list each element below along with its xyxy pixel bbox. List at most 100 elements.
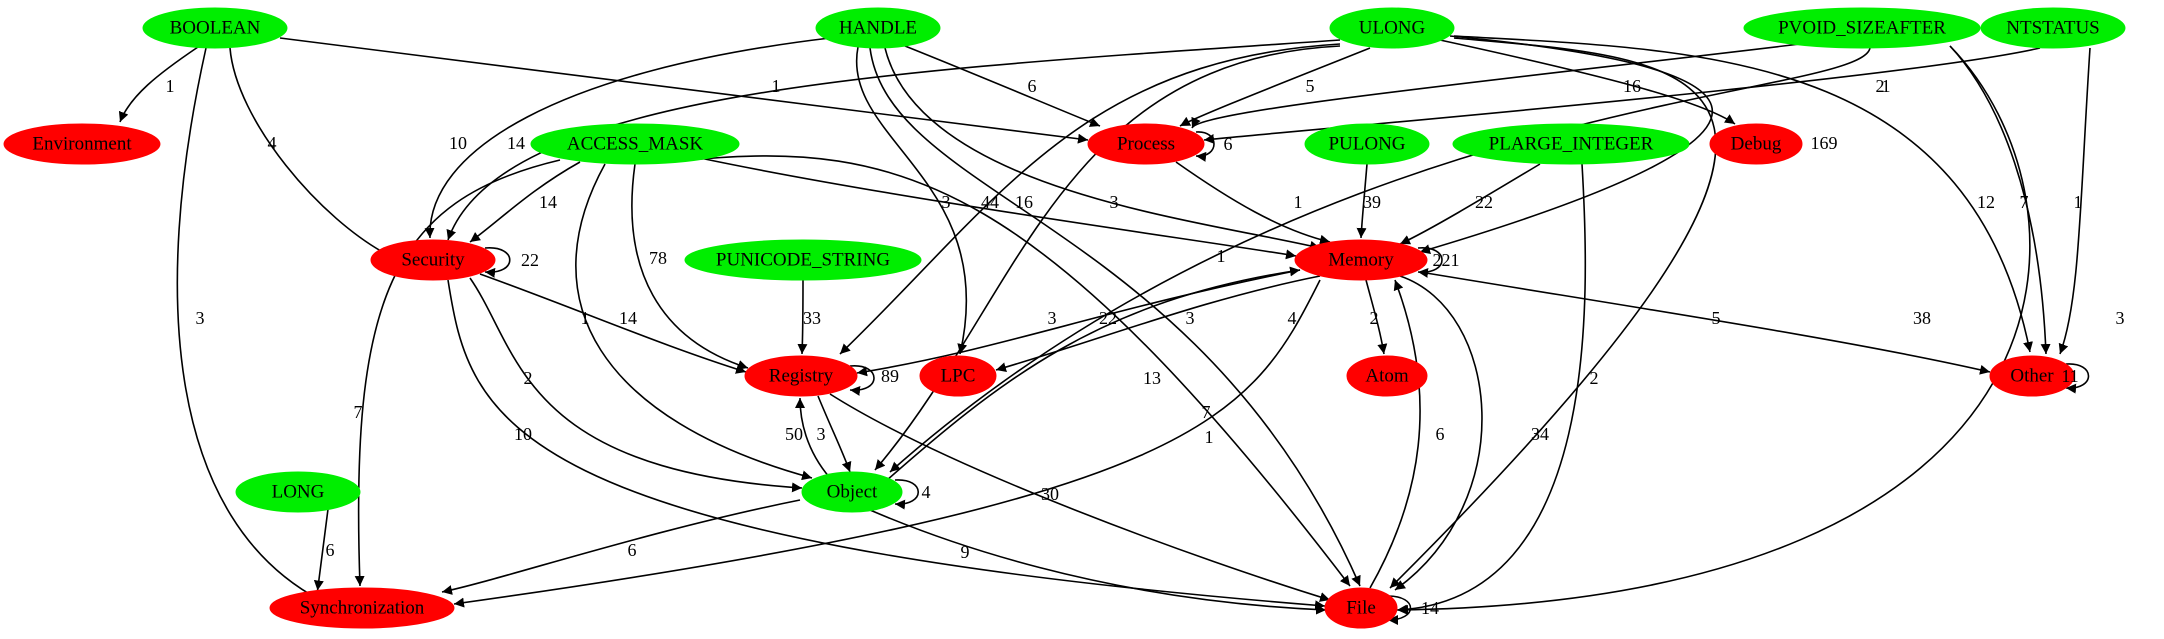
node-ellipse xyxy=(1324,587,1398,629)
edge-pulong-to-memory xyxy=(1356,163,1368,239)
edge-process-to-process xyxy=(1195,131,1215,162)
edge-weight-label: 39 xyxy=(1363,192,1381,212)
edge-weight-label: 3 xyxy=(942,192,951,212)
node-label: PLARGE_INTEGER xyxy=(1489,134,1654,155)
edge-weight-label: 3 xyxy=(1048,308,1057,328)
node-plarge-integer: PLARGE_INTEGER xyxy=(1452,123,1690,165)
edge-weight-label: 1 xyxy=(772,76,781,96)
edge-weight-label: 6 xyxy=(1028,76,1037,96)
node-label: NTSTATUS xyxy=(2006,18,2100,39)
edge-weight-label: 3 xyxy=(196,308,205,328)
edge-object-to-object xyxy=(894,479,920,510)
node-ellipse xyxy=(801,471,903,513)
node-boolean: BOOLEAN xyxy=(142,7,288,49)
node-label: HANDLE xyxy=(839,18,917,39)
node-ellipse xyxy=(815,7,941,49)
edge-weight-label: 4 xyxy=(1288,308,1297,328)
edge-ulong-to-memory xyxy=(1419,35,1714,254)
node-pvoid-sizeafter: PVOID_SIZEAFTER xyxy=(1743,7,1981,49)
node-ellipse xyxy=(370,239,496,281)
node-label: Object xyxy=(827,482,878,503)
edge-weight-label: 6 xyxy=(326,540,335,560)
edge-object-to-registry xyxy=(795,397,831,479)
edge-weight-label: 6 xyxy=(1224,134,1233,154)
node-handle: HANDLE xyxy=(815,7,941,49)
edge-process-to-memory xyxy=(1175,161,1331,245)
node-security: Security xyxy=(370,239,496,281)
node-label: Security xyxy=(401,250,465,271)
edge-weight-label: 13 xyxy=(1143,368,1161,388)
edge-handle-to-security xyxy=(424,37,831,239)
edge-weight-label: 221 xyxy=(1433,250,1460,270)
node-ellipse xyxy=(530,123,740,165)
edge-security-to-object xyxy=(469,277,803,493)
edge-weight-label: 14 xyxy=(619,308,637,328)
node-ellipse xyxy=(1087,123,1205,165)
node-debug: Debug xyxy=(1709,123,1803,165)
node-label: ULONG xyxy=(1359,18,1426,39)
edge-weight-label: 22 xyxy=(1099,308,1117,328)
edge-access-mask-to-memory xyxy=(699,157,1297,260)
node-ellipse xyxy=(1329,7,1455,49)
edge-memory-to-atom xyxy=(1365,279,1388,355)
node-label: LONG xyxy=(272,482,325,503)
edges-layer xyxy=(118,35,2091,625)
edge-weight-label: 10 xyxy=(449,133,467,153)
edge-labels-layer: 1431106341614544316169381221731114717813… xyxy=(166,76,2125,618)
edge-weight-label: 38 xyxy=(1913,308,1931,328)
node-ellipse xyxy=(235,471,361,513)
node-ellipse xyxy=(1294,239,1428,281)
edge-registry-to-registry xyxy=(849,365,875,396)
edge-memory-to-lpc xyxy=(995,275,1321,373)
node-label: BOOLEAN xyxy=(170,18,261,39)
edge-ulong-to-other xyxy=(1453,35,2033,353)
edge-weight-label: 16 xyxy=(1015,192,1033,212)
edge-weight-label: 11 xyxy=(2061,366,2078,386)
node-other: Other xyxy=(1989,355,2075,397)
edge-weight-label: 7 xyxy=(2020,192,2029,212)
edge-security-to-security xyxy=(484,247,511,278)
node-ellipse xyxy=(1346,355,1428,397)
edge-weight-label: 50 xyxy=(785,424,803,444)
edge-weight-label: 5 xyxy=(1712,308,1721,328)
edge-registry-to-object xyxy=(817,395,852,473)
node-ellipse xyxy=(142,7,288,49)
edge-object-to-file xyxy=(869,509,1327,615)
edge-memory-to-synchronization xyxy=(453,279,1321,608)
node-ntstatus: NTSTATUS xyxy=(1980,7,2126,49)
nodes-layer: BOOLEAN HANDLE ULONG PVOID_SIZEAFTER NTSTATU… xyxy=(3,7,2126,629)
node-process: Process xyxy=(1087,123,1205,165)
edge-weight-label: 2 xyxy=(1876,76,1885,96)
edge-plarge-integer-to-file xyxy=(1396,163,1587,615)
edge-weight-label: 14 xyxy=(507,133,525,153)
edge-weight-label: 7 xyxy=(354,402,363,422)
edge-ulong-to-registry xyxy=(839,43,1341,355)
edge-weight-label: 169 xyxy=(1811,133,1838,153)
node-label: ACCESS_MASK xyxy=(567,134,703,155)
edge-access-mask-to-registry xyxy=(631,163,749,370)
node-ellipse xyxy=(269,587,455,629)
node-synchronization: Synchronization xyxy=(269,587,455,629)
edge-long-to-synchronization xyxy=(313,509,329,591)
edge-weight-label: 1 xyxy=(2074,192,2083,212)
edge-weight-label: 78 xyxy=(649,248,667,268)
node-label: Debug xyxy=(1731,134,1782,155)
node-label: Registry xyxy=(769,366,834,387)
node-ellipse xyxy=(1980,7,2126,49)
node-label: PVOID_SIZEAFTER xyxy=(1778,18,1946,39)
node-label: Other xyxy=(2010,366,2054,387)
edge-memory-to-memory xyxy=(1417,247,1443,278)
edge-weight-label: 6 xyxy=(1436,424,1445,444)
edge-weight-label: 1 xyxy=(1882,76,1891,96)
node-ellipse xyxy=(919,355,997,397)
node-memory: Memory xyxy=(1294,239,1428,281)
edge-weight-label: 30 xyxy=(1041,484,1059,504)
edge-weight-label: 1 xyxy=(1217,246,1226,266)
edge-handle-to-lpc xyxy=(855,46,968,355)
edge-weight-label: 4 xyxy=(922,482,931,502)
node-object: Object xyxy=(801,471,903,513)
edge-weight-label: 12 xyxy=(1977,192,1995,212)
edge-weight-label: 14 xyxy=(1421,598,1439,618)
node-label: Atom xyxy=(1365,366,1409,387)
